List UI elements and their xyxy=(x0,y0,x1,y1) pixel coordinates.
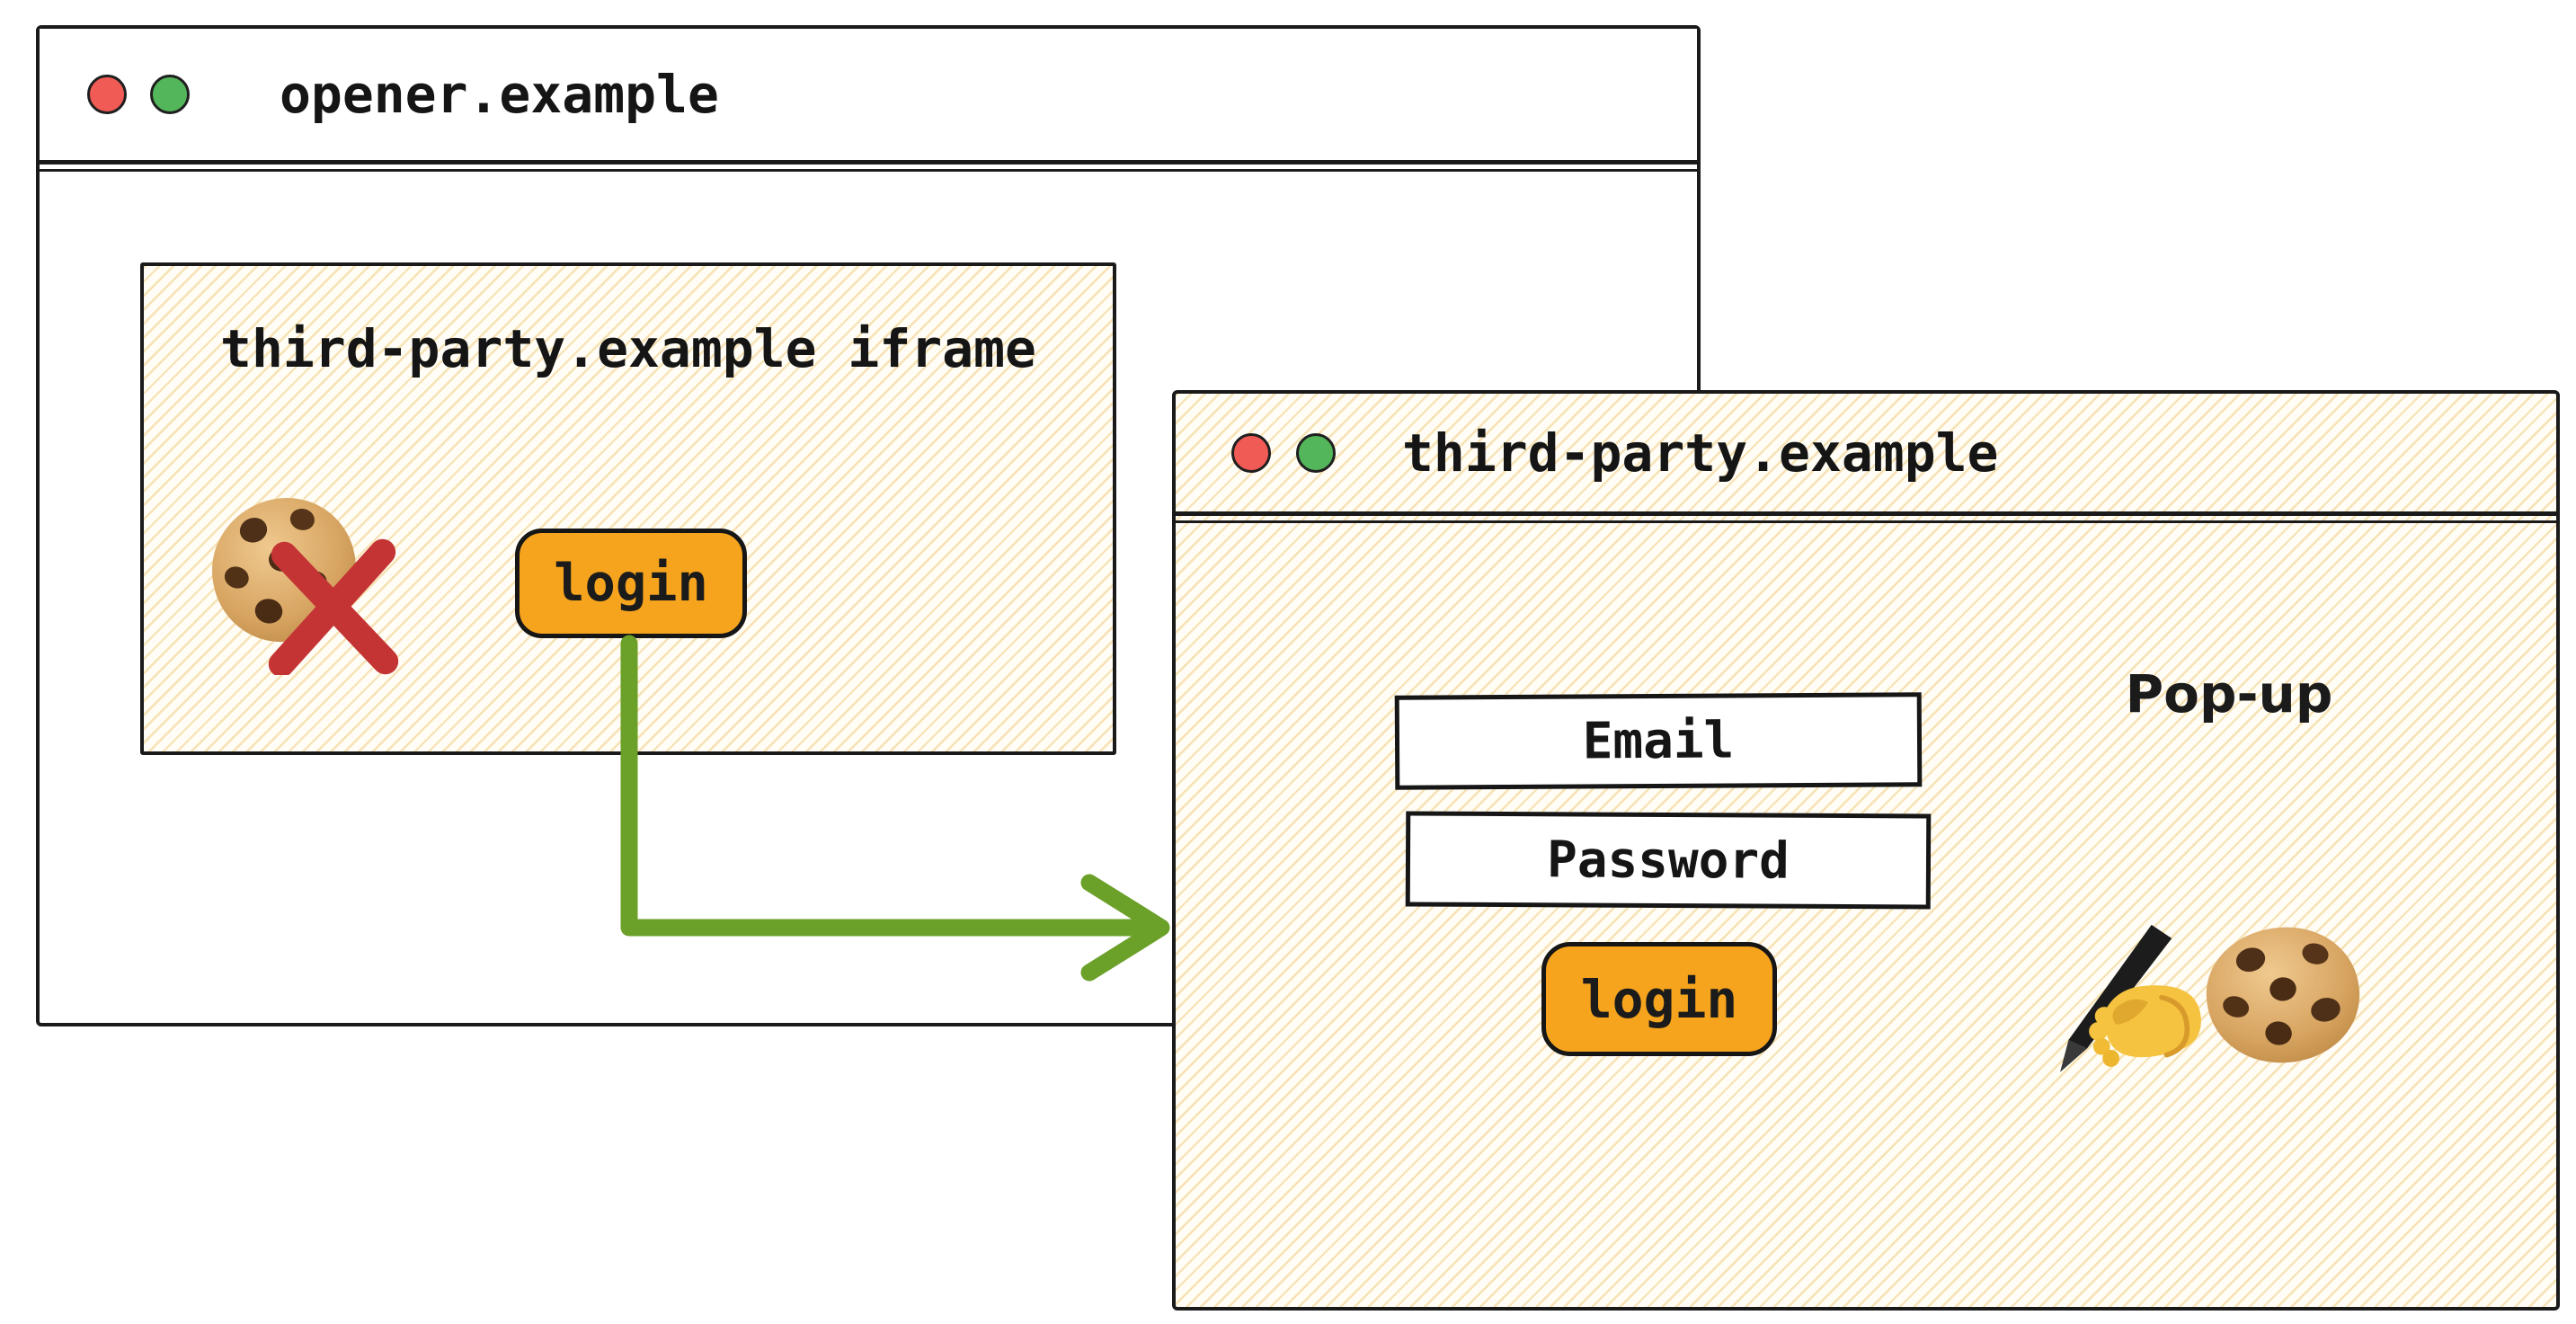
iframe-login-button-label: login xyxy=(554,554,708,613)
popup-titlebar: third-party.example xyxy=(1174,394,2558,523)
password-field-label: Password xyxy=(1546,830,1790,891)
iframe-label: third-party.example iframe xyxy=(220,318,1036,379)
third-party-iframe: third-party.example iframe xyxy=(140,262,1116,755)
minimize-dot-icon[interactable] xyxy=(150,75,190,114)
popup-window-title: third-party.example xyxy=(1402,422,1999,484)
minimize-dot-icon[interactable] xyxy=(1296,432,1336,473)
writing-hand-icon xyxy=(2060,924,2201,1072)
email-field[interactable]: Email xyxy=(1394,692,1923,790)
popup-login-button[interactable]: login xyxy=(1541,942,1777,1056)
popup-window: third-party.example Pop-up Email Passwor… xyxy=(1172,390,2560,1311)
popup-annotation-label: Pop-up xyxy=(2125,663,2333,724)
opener-window-title: opener.example xyxy=(280,64,719,125)
popup-login-button-label: login xyxy=(1580,968,1738,1030)
opener-titlebar: opener.example xyxy=(38,29,1699,172)
iframe-login-button[interactable]: login xyxy=(515,529,747,638)
cross-icon xyxy=(268,538,399,675)
close-dot-icon[interactable] xyxy=(1231,432,1271,473)
password-field[interactable]: Password xyxy=(1405,811,1932,910)
cookie-icon xyxy=(2206,927,2360,1063)
email-field-label: Email xyxy=(1582,711,1735,771)
close-dot-icon[interactable] xyxy=(87,75,127,114)
